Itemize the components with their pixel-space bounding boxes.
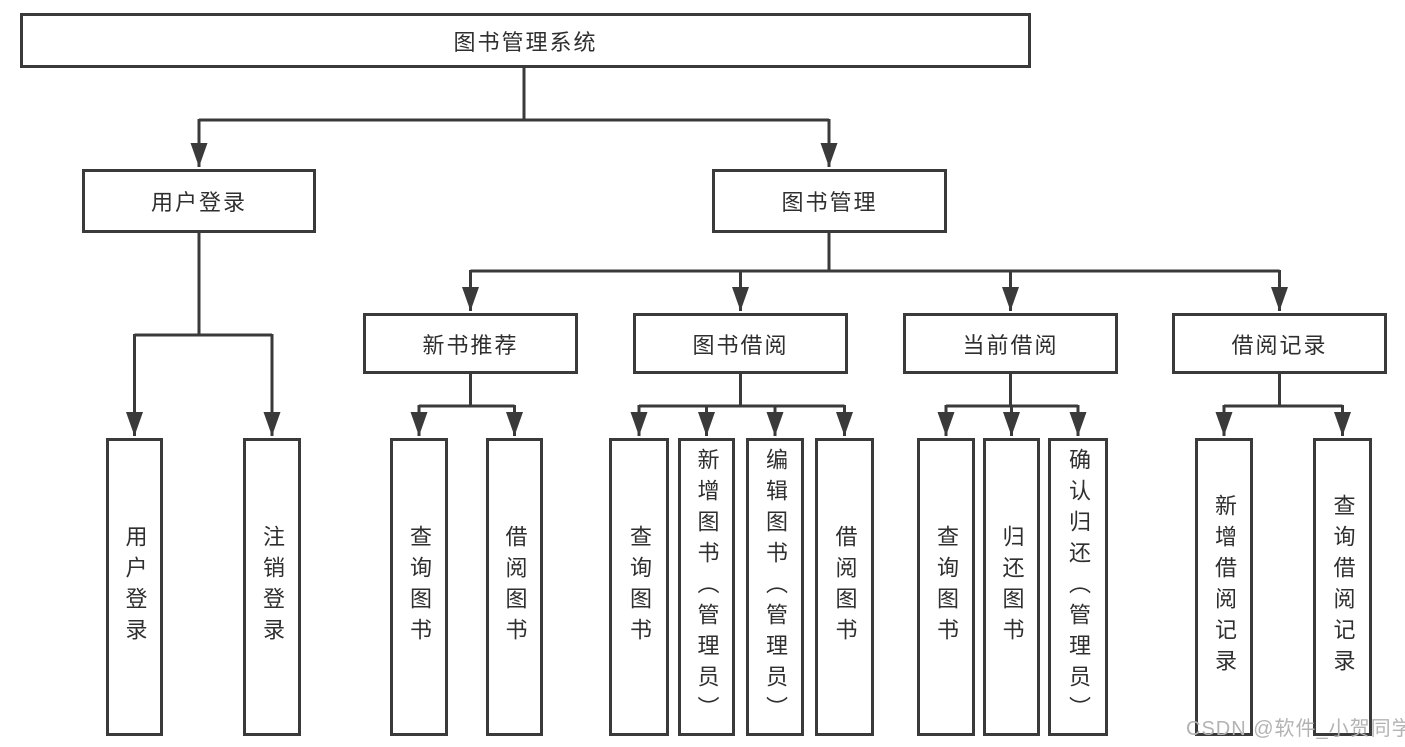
edges-book-borrow bbox=[630, 374, 853, 436]
node-current-borrow: 当前借阅 bbox=[903, 313, 1118, 374]
edges-new-book-rec bbox=[410, 374, 523, 436]
node-bb-edit-books: 编辑图书（管理员） bbox=[746, 438, 804, 736]
node-book-mgmt: 图书管理 bbox=[712, 169, 947, 233]
csdn-watermark: CSDN @软件_小贺同学 bbox=[1186, 718, 1405, 740]
node-cb-return-books: 归还图书 bbox=[983, 438, 1040, 736]
node-br-add-record: 新增借阅记录 bbox=[1195, 438, 1253, 736]
node-nbr-borrow-books: 借阅图书 bbox=[486, 438, 543, 736]
node-br-query-record: 查询借阅记录 bbox=[1313, 438, 1372, 736]
node-bb-add-books: 新增图书（管理员） bbox=[678, 438, 735, 736]
edges-book-mgmt bbox=[462, 233, 1288, 311]
node-book-borrow: 图书借阅 bbox=[633, 313, 848, 374]
node-cb-confirm-return: 确认归还（管理员） bbox=[1048, 438, 1108, 736]
edges-borrow-records bbox=[1215, 374, 1351, 436]
node-logout-leaf: 注销登录 bbox=[243, 438, 301, 736]
node-cb-query-books: 查询图书 bbox=[917, 438, 975, 736]
node-bb-query-books: 查询图书 bbox=[609, 438, 669, 736]
node-bb-borrow-books: 借阅图书 bbox=[815, 438, 874, 736]
node-borrow-records: 借阅记录 bbox=[1172, 313, 1387, 374]
edges-current-borrow bbox=[937, 374, 1087, 436]
node-user-login-leaf: 用户登录 bbox=[106, 438, 163, 736]
edges-user-login bbox=[126, 233, 281, 436]
edges-root bbox=[190, 68, 838, 167]
node-nbr-query-books: 查询图书 bbox=[390, 438, 448, 736]
node-user-login: 用户登录 bbox=[82, 169, 316, 233]
node-new-book-rec: 新书推荐 bbox=[363, 313, 578, 374]
node-root: 图书管理系统 bbox=[20, 13, 1031, 68]
